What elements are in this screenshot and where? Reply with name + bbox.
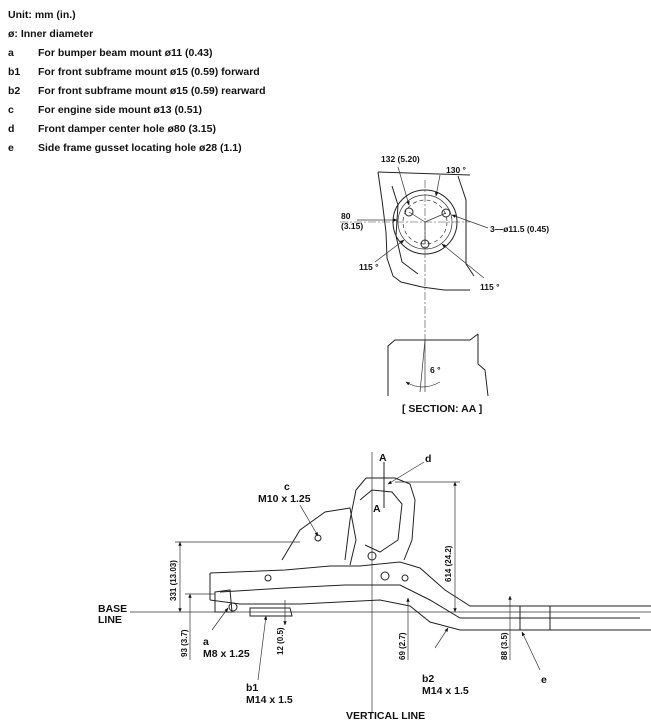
section-mark-a-top: A [379, 452, 387, 464]
c-bolt-size: M10 x 1.25 [258, 493, 311, 505]
legend-key: b1 [8, 66, 21, 78]
a-bolt-size: M8 x 1.25 [203, 648, 250, 660]
dim-80-label: 80 [341, 211, 351, 221]
base-line-label-1: BASE [98, 603, 127, 615]
callout-d: d [425, 453, 431, 465]
bumper-mount-hole [228, 602, 238, 612]
unit-note: Unit: mm (in.) [8, 6, 93, 25]
legend-key: b2 [8, 85, 21, 97]
b1-leader [257, 615, 268, 681]
holes-label: 3—ø11.5 (0.45) [490, 224, 549, 234]
vertical-line-label: VERTICAL LINE [346, 710, 425, 722]
legend-key: d [8, 123, 15, 135]
dim-93-label: 93 (3.7) [180, 629, 189, 657]
legend-text: For front subframe mount ø15 (0.59) forw… [38, 66, 260, 78]
tower-outline-left [377, 171, 470, 291]
tower-outline-top [377, 171, 471, 176]
legend-item-d: d Front damper center hole ø80 (3.15) [8, 120, 216, 139]
b1-bolt-size: M14 x 1.5 [246, 694, 293, 706]
legend-item-a: a For bumper beam mount ø11 (0.43) [8, 44, 212, 63]
base-line-label-2: LINE [98, 614, 122, 626]
legend-text: Front damper center hole ø80 (3.15) [38, 123, 216, 135]
angle-6-label: 6 ° [430, 365, 441, 375]
c-leader [299, 504, 319, 537]
main-labels: A A d c M10 x 1.25 331 (13.03) 614 (24.2… [98, 452, 547, 722]
legend-text: For engine side mount ø13 (0.51) [38, 104, 202, 116]
e-leader [521, 631, 541, 671]
legend-text: For bumper beam mount ø11 (0.43) [38, 47, 213, 59]
dim-80-inch-label: (3.15) [341, 221, 363, 231]
b2-bolt-size: M14 x 1.5 [422, 685, 469, 697]
callout-e: e [541, 674, 547, 686]
side-frame-upper [209, 561, 651, 607]
tower-inner-contour [391, 185, 419, 275]
tower-outline-right [457, 175, 475, 277]
frame-side-view [130, 452, 651, 712]
side-frame-lower [209, 599, 651, 631]
angle-6-arc [405, 381, 441, 388]
angle-115-left-leader [374, 239, 405, 263]
side-view-tilt [419, 339, 426, 393]
mount-hole [404, 207, 414, 217]
b2-leader [434, 627, 449, 649]
section-aa-title: [ SECTION: AA ] [402, 403, 482, 415]
legend-item-e: e Side frame gusset locating hole ø28 (1.… [8, 139, 242, 158]
engine-mount-bracket [281, 507, 357, 566]
dim-132-label: 132 (5.20) [381, 154, 420, 164]
damper-center-hole [402, 199, 448, 245]
legend-item-b1: b1 For front subframe mount ø15 (0.59) fo… [8, 63, 260, 82]
side-view-outline [387, 333, 479, 396]
dim-132-leader [397, 166, 410, 206]
angle-115-left-label: 115 ° [359, 262, 379, 272]
dim-614-label: 614 (24.2) [444, 545, 453, 582]
radius-line [408, 211, 426, 223]
subframe-mount-plate [249, 607, 293, 617]
callout-a: a [203, 636, 209, 648]
mount-hole [441, 208, 451, 218]
legend-item-b2: b2 For front subframe mount ø15 (0.59) re… [8, 82, 266, 101]
section-aa-side-view [387, 333, 489, 397]
bumper-bracket [214, 589, 233, 613]
callout-b1: b1 [246, 682, 258, 694]
section-aa-top-view [340, 166, 489, 340]
frame-crease [219, 584, 640, 619]
frame-joint [519, 606, 551, 630]
frame-hole [380, 571, 390, 581]
callout-b2: b2 [422, 673, 434, 685]
legend-key: a [8, 47, 14, 59]
callout-c: c [284, 481, 290, 493]
dim-69-label: 69 (2.7) [398, 632, 407, 660]
a-leader [211, 607, 229, 631]
frame-hole [401, 574, 409, 582]
dim-12-label: 12 (0.5) [276, 627, 285, 655]
damper-tower [344, 477, 416, 561]
inner-diameter-note: ø: Inner diameter [8, 25, 93, 44]
frame-hole [264, 574, 272, 582]
dim-331-label: 331 (13.03) [169, 560, 178, 601]
section-mark-a-low: A [373, 503, 381, 515]
section-labels: 132 (5.20) 130 ° 80 (3.15) 3—ø11.5 (0.45… [341, 154, 549, 415]
angle-130-leader [435, 174, 441, 197]
radius-line [424, 212, 447, 223]
angle-115-right-leader [441, 243, 485, 279]
angle-115-right-label: 115 ° [480, 282, 500, 292]
damper-tower-inner [359, 489, 403, 553]
legend-text: Side frame gusset locating hole ø28 (1.1… [38, 142, 242, 154]
legend-key: c [8, 104, 14, 116]
legend-key: e [8, 142, 14, 154]
holes-leader [451, 214, 489, 229]
side-view-right [477, 334, 489, 397]
tower-hole [367, 551, 377, 561]
inner-diameter-text: ø: Inner diameter [8, 28, 94, 40]
dim-88-label: 88 (3.5) [500, 632, 509, 660]
angle-130-label: 130 ° [446, 165, 467, 175]
legend-item-c: c For engine side mount ø13 (0.51) [8, 101, 202, 120]
legend: Unit: mm (in.) ø: Inner diameter a For bu… [8, 6, 266, 158]
unit-text: Unit: mm (in.) [8, 9, 76, 21]
legend-text: For front subframe mount ø15 (0.59) rear… [38, 85, 266, 97]
d-leader [387, 461, 425, 485]
